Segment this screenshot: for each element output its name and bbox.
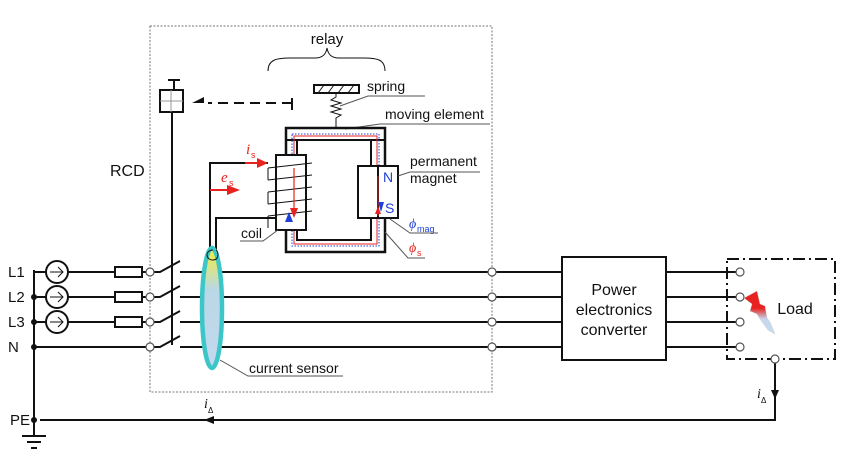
idelta-label-right: i Δ: [757, 387, 767, 405]
line-label-n: N: [8, 339, 19, 356]
rcd-switch-contact: [153, 260, 181, 273]
current-sensor-label: current sensor: [249, 360, 339, 376]
spring-leader: [339, 95, 425, 107]
current-sensor-leader: [219, 359, 343, 377]
rcd-label: RCD: [110, 163, 145, 180]
rcd-input-terminal: [145, 342, 155, 352]
idelta-label-left: i Δ: [204, 397, 214, 415]
current-sensor: [199, 245, 225, 371]
fuse: [114, 316, 143, 328]
rcd-input-terminal: [145, 292, 155, 302]
coil-leader: [240, 229, 279, 242]
permanent-magnet: [357, 165, 399, 219]
svg-text:ϕ: ϕ: [409, 241, 416, 256]
fault-current-arrow: [771, 390, 779, 399]
pe-junction: [31, 417, 37, 423]
svg-text:i: i: [757, 387, 761, 402]
spring-label: spring: [367, 78, 405, 94]
line-label-l1: L1: [8, 264, 25, 281]
load-terminal: [735, 317, 745, 327]
converter-label-3: converter: [581, 322, 648, 339]
rcd-output-terminal: [487, 267, 497, 277]
spring: [313, 84, 360, 128]
svg-text:ϕ: ϕ: [409, 217, 416, 232]
rcd-output-terminal: [487, 292, 497, 302]
rcd-enclosure: [149, 25, 493, 393]
phi-s-leader: [384, 231, 425, 259]
load-label: Load: [777, 301, 813, 318]
pe-label: PE: [10, 412, 30, 429]
fault-return-path: [40, 359, 776, 421]
moving-element-label: moving element: [385, 106, 484, 122]
svg-text:mag: mag: [417, 224, 435, 234]
phi-s-label: ϕ s: [409, 241, 422, 258]
coil: [267, 154, 313, 231]
svg-text:s: s: [417, 248, 422, 258]
trip-arrow: [192, 97, 204, 109]
north-pole-label: N: [383, 169, 393, 185]
svg-text:s: s: [229, 178, 234, 188]
coil-label: coil: [241, 225, 262, 241]
svg-text:Δ: Δ: [208, 406, 214, 415]
svg-text:s: s: [251, 150, 256, 160]
is-arrow: [257, 158, 268, 168]
source-arrow-icon: [50, 266, 64, 278]
fuse: [114, 266, 143, 278]
relay-brace: [267, 47, 386, 72]
trip-latch: [159, 79, 184, 345]
svg-text:i: i: [246, 142, 250, 158]
svg-text:i: i: [204, 397, 208, 412]
es-label: e s: [221, 170, 234, 188]
line-label-l3: L3: [8, 314, 25, 331]
power-electronics-converter: [561, 256, 667, 361]
magnet-label-2: magnet: [410, 170, 457, 186]
rcd-input-terminal: [145, 267, 155, 277]
phi-mag-label: ϕ mag: [409, 217, 435, 234]
rcd-input-terminal: [145, 317, 155, 327]
svg-text:e: e: [221, 170, 228, 186]
load-terminal: [735, 267, 745, 277]
magnet-leader: [397, 171, 480, 177]
converter-label-1: Power: [591, 282, 637, 299]
es-arrow: [227, 185, 240, 195]
ground-icon: [22, 435, 46, 449]
sensor-coil-loop: [206, 249, 219, 261]
source-arrow-icon: [50, 291, 64, 303]
rcd-output-terminal: [487, 317, 497, 327]
phi-mag-leader: [389, 218, 438, 234]
fault-terminal: [770, 354, 780, 364]
relay-label: relay: [311, 31, 344, 48]
fault-bolt: [743, 290, 776, 335]
load-box: [726, 258, 836, 360]
rcd-switch-contact: [153, 335, 181, 348]
converter-label-2: electronics: [576, 302, 652, 319]
rcd-switch-contact: [153, 285, 181, 298]
rcd-output-terminal: [487, 342, 497, 352]
load-terminal: [735, 342, 745, 352]
load-terminal: [735, 292, 745, 302]
is-label: i s: [246, 142, 256, 160]
magnet-label-1: permanent: [410, 153, 477, 169]
source-arrow-icon: [50, 316, 64, 328]
pe-current-arrow: [204, 416, 214, 424]
svg-text:Δ: Δ: [761, 396, 767, 405]
rcd-switch-contact: [153, 310, 181, 323]
fuse: [114, 291, 143, 303]
south-pole-label: S: [385, 200, 394, 216]
line-label-l2: L2: [8, 289, 25, 306]
coil-wire-bottom: [215, 217, 276, 252]
